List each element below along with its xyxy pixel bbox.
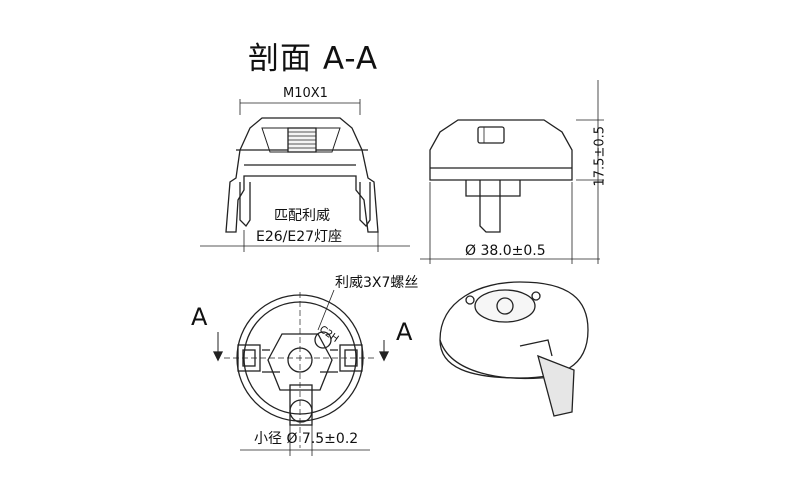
isometric-view (439, 281, 589, 417)
match-label-line2: E26/E27灯座 (256, 229, 343, 245)
side-view (420, 80, 604, 264)
top-view (212, 289, 390, 456)
section-view (200, 99, 410, 252)
height-dimension-label: 17.5±0.5 (592, 125, 608, 187)
diameter-dimension-label: Ø 38.0±0.5 (465, 243, 546, 259)
hole-dimension-label: 小径 Ø 7.5±0.2 (254, 431, 359, 447)
section-marker-right: A (396, 318, 413, 346)
match-label-line1: 匹配利威 (274, 208, 330, 224)
section-title: 剖面 A-A (248, 41, 379, 77)
thread-size-label: M10X1 (283, 86, 328, 101)
section-marker-left: A (191, 303, 208, 331)
screw-callout-label: 利威3X7螺丝 (335, 275, 419, 291)
